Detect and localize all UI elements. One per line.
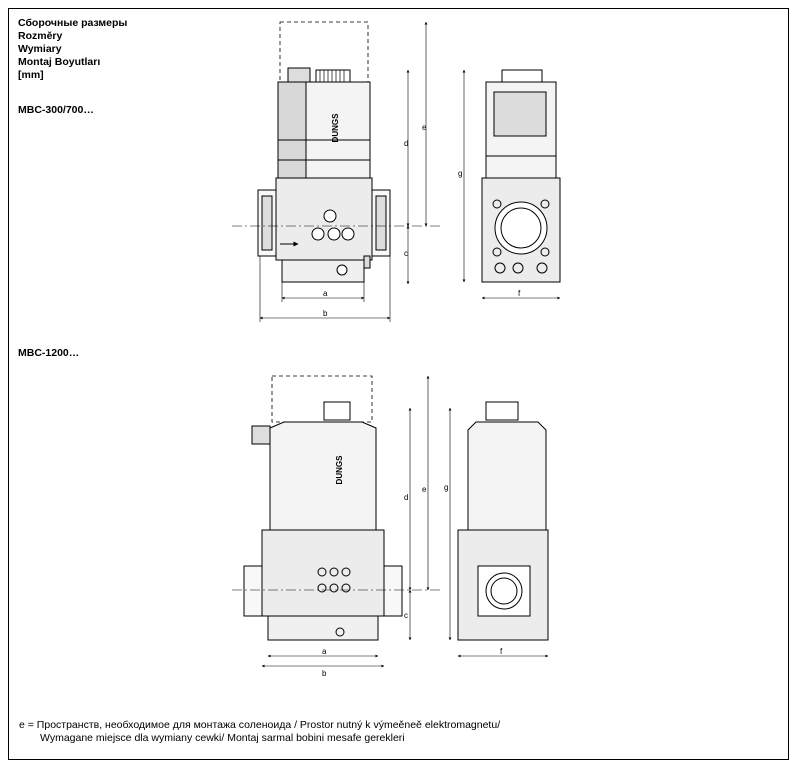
mbc300-dimensions xyxy=(259,21,428,322)
dim-a-mbc300: a xyxy=(323,289,328,298)
brand-label-mbc300: DUNGS xyxy=(331,113,340,143)
heading-unit: [mm] xyxy=(18,69,44,81)
dim-b-mbc300: b xyxy=(323,309,328,318)
heading-title-tr: Montaj Boyutları xyxy=(18,56,101,68)
brand-label-mbc1200: DUNGS xyxy=(335,455,344,485)
footnote-line-1: e = Пространств, необходимое для монтажа… xyxy=(19,719,501,731)
mbc1200-side-view xyxy=(457,401,549,641)
dim-g-mbc1200: g xyxy=(444,483,448,492)
mbc300-side-view xyxy=(481,69,561,283)
dim-c-mbc1200: c xyxy=(404,611,408,620)
dim-g-mbc300: g xyxy=(458,169,462,178)
dim-d-mbc1200: d xyxy=(404,493,408,502)
heading-title-pl: Wymiary xyxy=(18,43,62,55)
dim-d-mbc300: d xyxy=(404,139,408,148)
section-label-mbc1200: MBC-1200… xyxy=(18,347,80,359)
mbc1200-front-view xyxy=(232,375,440,641)
dim-f-mbc300: f xyxy=(518,289,521,298)
section-label-mbc300: MBC-300/700… xyxy=(18,104,94,116)
mbc300-front-view xyxy=(232,21,440,283)
footnote-line-2: Wymagane miejsce dla wymiany cewki/ Mont… xyxy=(40,732,405,744)
mbc300-side-dimensions xyxy=(462,69,561,300)
heading-title-cz: Rozměry xyxy=(18,30,63,42)
dim-a-mbc1200: a xyxy=(322,647,327,656)
dim-e-mbc1200: e xyxy=(422,485,427,494)
mbc1200-dimensions xyxy=(261,375,430,668)
dim-c-mbc300: c xyxy=(404,249,408,258)
heading-title-ru: Сборочные размеры xyxy=(18,17,128,29)
dim-e-mbc300: e xyxy=(422,123,427,132)
dim-f-mbc1200: f xyxy=(500,647,503,656)
dim-b-mbc1200: b xyxy=(322,669,327,678)
page-frame xyxy=(8,8,789,760)
mbc1200-side-dimensions xyxy=(448,407,549,658)
